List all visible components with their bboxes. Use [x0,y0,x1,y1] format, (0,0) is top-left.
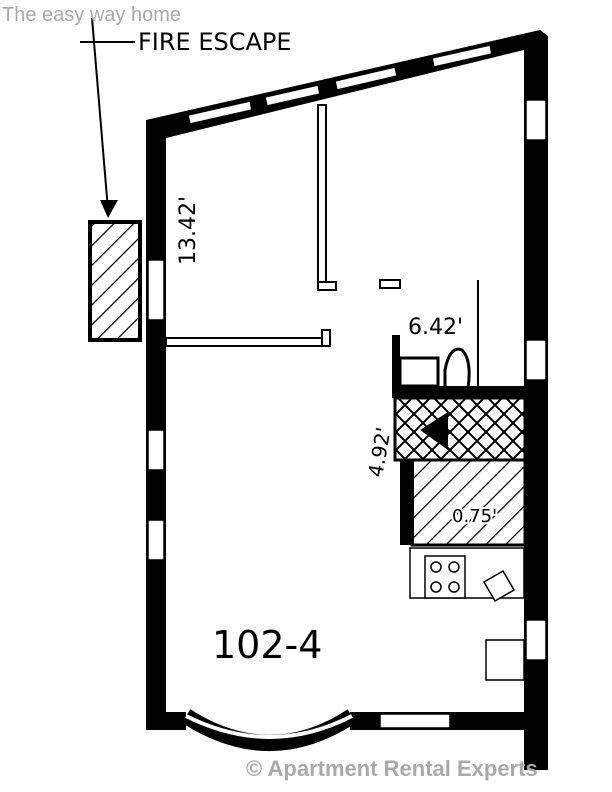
interior-walls [165,104,401,347]
windows [147,44,547,729]
unit-label: 102-4 [212,623,322,667]
dimension-label: 4.92' [363,425,395,478]
stairwell [393,396,527,547]
stove-icon [424,555,466,599]
toilet-icon [443,347,471,390]
bay-window [181,709,357,751]
dimension-label: 6.42' [408,315,463,340]
dimension-label: 13.42' [176,196,201,265]
watermark-top: The easy way home [2,4,181,26]
fire-escape-arrow [80,17,135,218]
fire-escape-label: FIRE ESCAPE [138,28,292,56]
fridge-icon [485,639,525,681]
bathroom [392,280,526,398]
watermark-bottom: © Apartment Rental Experts [246,756,538,781]
dimension-label: 0.75' [452,506,497,527]
sink-icon [482,569,516,603]
kitchen [409,547,525,681]
fire-escape [88,220,142,342]
